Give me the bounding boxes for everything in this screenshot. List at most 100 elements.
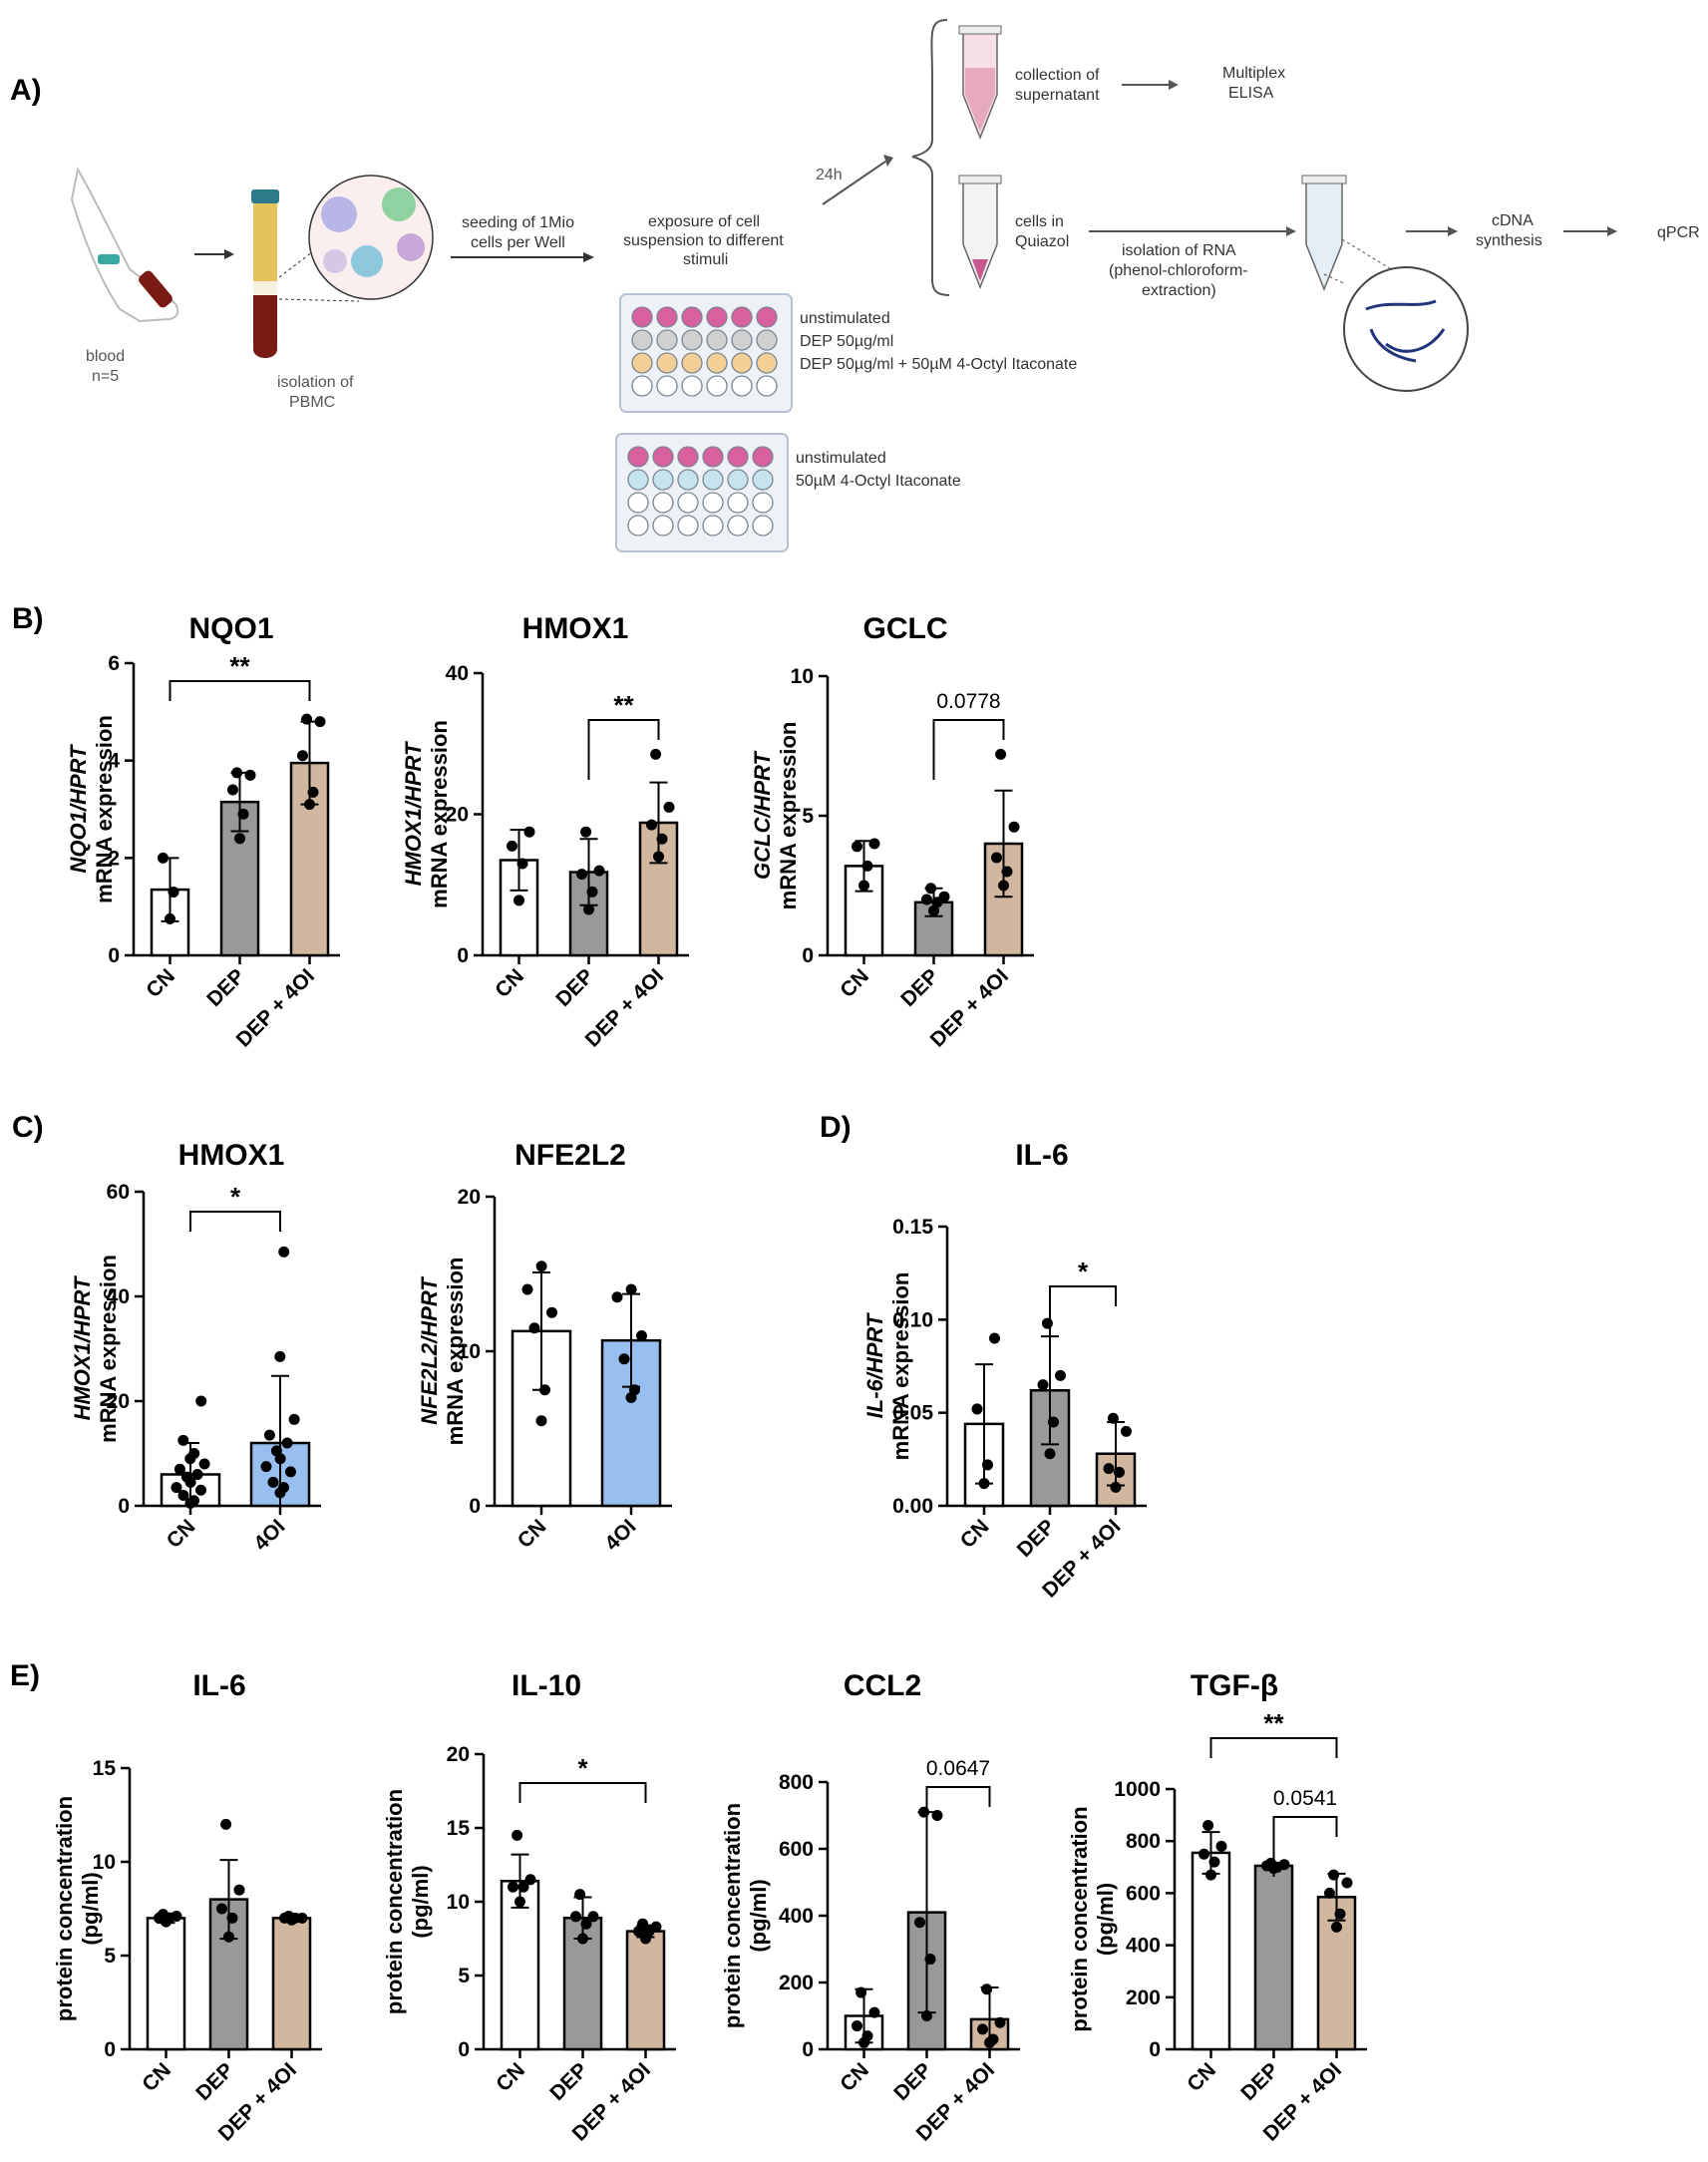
rna-circle [1343,266,1469,392]
data-point [995,748,1007,760]
plate1-well [631,306,653,328]
y-axis-label: protein concentration [52,1796,77,2021]
plate1-well [656,306,678,328]
y-axis-label-unit: mRNA expression [92,715,117,903]
y-tick-label: 5 [458,1965,470,1987]
y-tick-label: 600 [779,1838,814,1861]
data-point [297,750,308,762]
y-axis-label-ratio: IL-6/HPRT [862,1312,887,1418]
data-point [981,1983,993,1995]
multiplex-label-1: Multiplex [1222,65,1285,82]
plate1-well [631,329,653,351]
data-point [304,799,315,811]
data-point [650,1921,662,1933]
data-point [914,1917,925,1929]
x-tick-label: CN [513,1515,551,1553]
chart-title: IL-6 [192,1669,245,1702]
data-point [1324,1887,1335,1899]
cdna-label-1: cDNA [1492,212,1534,229]
x-tick-label: DEP [1236,2058,1283,2105]
data-point [991,852,1002,864]
data-point [989,1332,1000,1344]
y-tick-label: 20 [446,804,469,827]
data-point [1341,1877,1353,1889]
y-tick-label: 0.10 [892,1308,933,1331]
eppendorf-quiazol [958,175,1002,290]
data-point [171,1482,182,1494]
data-point [158,852,169,864]
y-tick-label: 400 [1126,1935,1161,1958]
plate1-well [706,329,728,351]
plate1-well [631,375,653,397]
data-point [650,748,662,760]
plasma-layer [253,203,277,281]
plate1-well [706,352,728,374]
data-point [1001,866,1013,878]
data-point [314,716,326,728]
plate2-well [652,469,674,491]
plate2-well [727,446,749,468]
data-point [524,1874,536,1886]
significance-label: * [1078,1257,1089,1286]
data-point [868,838,880,850]
data-point [994,2016,1006,2028]
y-tick-label: 20 [458,1186,481,1209]
data-point [523,826,535,838]
chart-title: NQO1 [188,612,273,645]
24h-label: 24h [816,167,843,183]
data-point [1103,1463,1115,1475]
plate2-well [702,515,724,537]
plate1-well [756,329,778,351]
data-point [512,1829,523,1841]
y-axis-label-ratio: HMOX1/HPRT [70,1275,95,1420]
workflow-diagram: blood n=5 isolation of PBMC seeding of 1… [70,19,1700,552]
data-point [158,1909,170,1921]
data-point [285,1466,296,1478]
significance-bracket [189,1211,281,1232]
significance-label: * [230,1182,241,1212]
bar-dep [1253,1864,1294,2051]
data-point [971,1403,983,1415]
data-point [1037,1379,1049,1391]
bar-dep-4oi [271,1917,312,2051]
x-tick-label: DEP [889,2058,936,2105]
chart-title: IL-10 [512,1669,581,1702]
data-point [921,894,932,905]
y-axis-label-ratio: GCLC/HPRT [750,750,775,879]
data-point [982,1459,993,1471]
data-point [1331,1921,1342,1933]
significance-bracket [932,719,1005,780]
plate2-well [727,469,749,491]
data-point [1041,1317,1053,1329]
plate1-well [656,375,678,397]
data-point [234,833,245,845]
plate1-well [756,306,778,328]
x-tick-label: CN [491,964,528,1002]
data-point [858,880,869,892]
plate2-row-label: 50µM 4-Octyl Itaconate [796,473,961,490]
data-point [191,1469,203,1480]
data-point [1334,1908,1346,1920]
cells-label-1: cells in [1015,213,1064,230]
plate1-well [756,375,778,397]
y-tick-label: 2 [108,847,120,870]
plate1-well [681,375,703,397]
data-point [223,1931,234,1943]
plate2-well [652,492,674,514]
y-tick-label: 40 [446,662,469,685]
data-point [226,1912,238,1924]
data-point [852,2020,862,2032]
significance-label: * [577,1753,588,1783]
x-tick-label: CN [142,964,179,1002]
bar-cn [146,1917,186,2051]
y-tick-label: 20 [447,1743,470,1766]
data-point [1048,1416,1059,1428]
y-tick-label: 0.05 [892,1402,933,1425]
panel-label-a: A) [10,74,42,107]
plate1-well [731,329,753,351]
